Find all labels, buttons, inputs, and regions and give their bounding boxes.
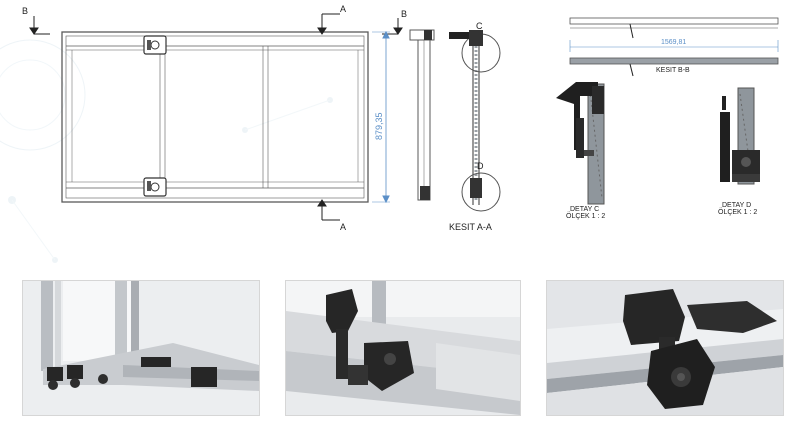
detail-c-view [556, 82, 605, 205]
section-marker-b-right [382, 18, 403, 35]
section-aa-view [449, 30, 501, 212]
section-bb-caption: KESIT B-B [656, 67, 690, 74]
detail-c-caption: DETAY C [570, 206, 600, 213]
section-marker-a-bottom [317, 199, 340, 221]
height-dimension [372, 30, 390, 204]
section-a-bottom-label: A [340, 222, 347, 232]
side-view [409, 29, 435, 201]
width-dimension [569, 40, 779, 52]
photo-frame-wheels [22, 280, 260, 416]
hinge-bottom-icon [143, 177, 167, 197]
detail-d-marker: D [477, 161, 484, 171]
section-b-left-label: B [22, 6, 29, 16]
section-marker-b-left [29, 16, 50, 35]
section-a-top-label: A [340, 4, 347, 14]
hinge-top-icon [143, 35, 167, 55]
width-dimension-label: 1569,81 [661, 39, 687, 46]
section-marker-a-top [317, 13, 340, 35]
background-decoration [0, 39, 333, 308]
section-bb-view [569, 17, 779, 77]
height-dimension-label: 879,35 [374, 112, 384, 140]
photo-hinge-rail [546, 280, 784, 416]
detail-d-view [720, 87, 760, 185]
detail-c-scale: ÖLÇEK 1 : 2 [566, 213, 606, 220]
photo-hinge-closeup [285, 280, 521, 416]
front-view [61, 31, 369, 203]
section-aa-caption: KESIT A-A [449, 222, 492, 232]
detail-d-scale: ÖLÇEK 1 : 2 [718, 209, 758, 216]
detail-c-marker: C [476, 21, 483, 31]
section-b-right-label: B [401, 9, 408, 19]
detail-d-caption: DETAY D [722, 202, 752, 209]
